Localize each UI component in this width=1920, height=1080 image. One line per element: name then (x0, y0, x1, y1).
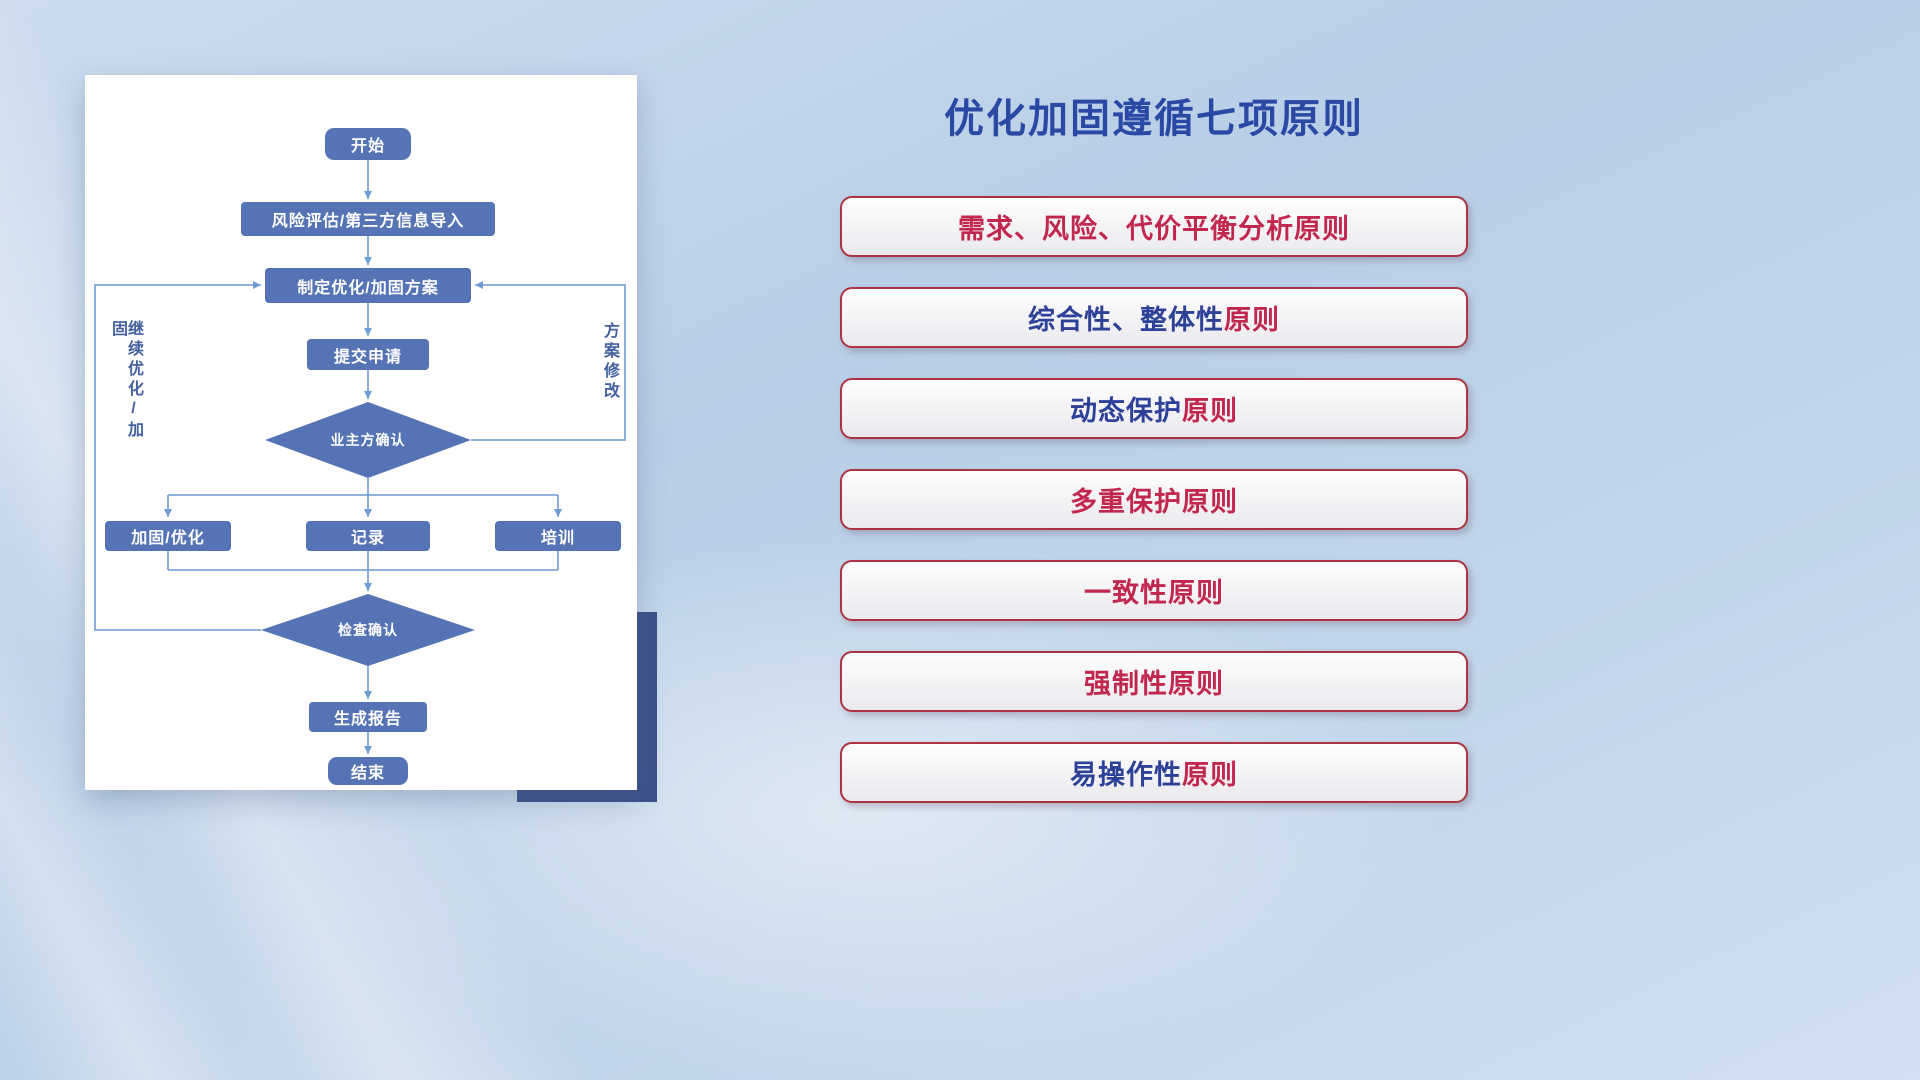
flow-node-start: 开始 (325, 128, 411, 160)
flow-node-generate-report: 生成报告 (309, 702, 427, 732)
principle-5-text-part1: 一致性原则 (1084, 578, 1224, 608)
principle-4-text-part1: 多重保护原则 (1070, 487, 1238, 517)
principle-1-text-part1: 需求、风险、代价平衡分析原则 (958, 214, 1350, 244)
flow-node-end: 结束 (328, 757, 408, 785)
principle-3-text-part1: 动态保护 (1070, 396, 1182, 426)
flowchart-card: 开始 风险评估/第三方信息导入 制定优化/加固方案 提交申请 业主方确认 加固/… (85, 75, 637, 790)
principle-box-4: 多重保护原则 (840, 469, 1468, 530)
flow-node-reinforce-optimize: 加固/优化 (105, 521, 231, 551)
principle-6-text-part1: 强制性原则 (1084, 669, 1224, 699)
panel-title: 优化加固遵循七项原则 (944, 97, 1364, 141)
flow-node-risk-import: 风险评估/第三方信息导入 (241, 202, 495, 236)
principle-box-5: 一致性原则 (840, 560, 1468, 621)
principle-7-text-part2: 原则 (1182, 760, 1238, 790)
principle-box-6: 强制性原则 (840, 651, 1468, 712)
flow-node-submit: 提交申请 (307, 339, 429, 370)
principles-list: 需求、风险、代价平衡分析原则 综合性、整体性原则 动态保护原则 多重保护原则 一… (840, 196, 1468, 803)
principle-7-text-part1: 易操作性 (1070, 760, 1182, 790)
principles-panel: 优化加固遵循七项原则 需求、风险、代价平衡分析原则 综合性、整体性原则 动态保护… (840, 0, 1468, 1080)
loop-label-plan-revision: 方案修改 (601, 322, 618, 402)
principle-box-1: 需求、风险、代价平衡分析原则 (840, 196, 1468, 257)
flow-node-training: 培训 (495, 521, 621, 551)
principle-2-text-part2: 原则 (1224, 305, 1280, 335)
principle-3-text-part2: 原则 (1182, 396, 1238, 426)
flow-node-record: 记录 (306, 521, 430, 551)
principle-box-7: 易操作性原则 (840, 742, 1468, 803)
flowchart-connectors (94, 160, 626, 754)
principle-2-text-part1: 综合性、整体性 (1028, 305, 1224, 335)
connector-continue-optimize-loop (94, 281, 261, 631)
principle-box-2: 综合性、整体性原则 (840, 287, 1468, 348)
connector-plan-revision-loop (471, 281, 626, 441)
principle-box-3: 动态保护原则 (840, 378, 1468, 439)
loop-label-continue-optimize: 继续优化/加固 (109, 320, 142, 441)
flow-node-make-plan: 制定优化/加固方案 (265, 268, 471, 303)
